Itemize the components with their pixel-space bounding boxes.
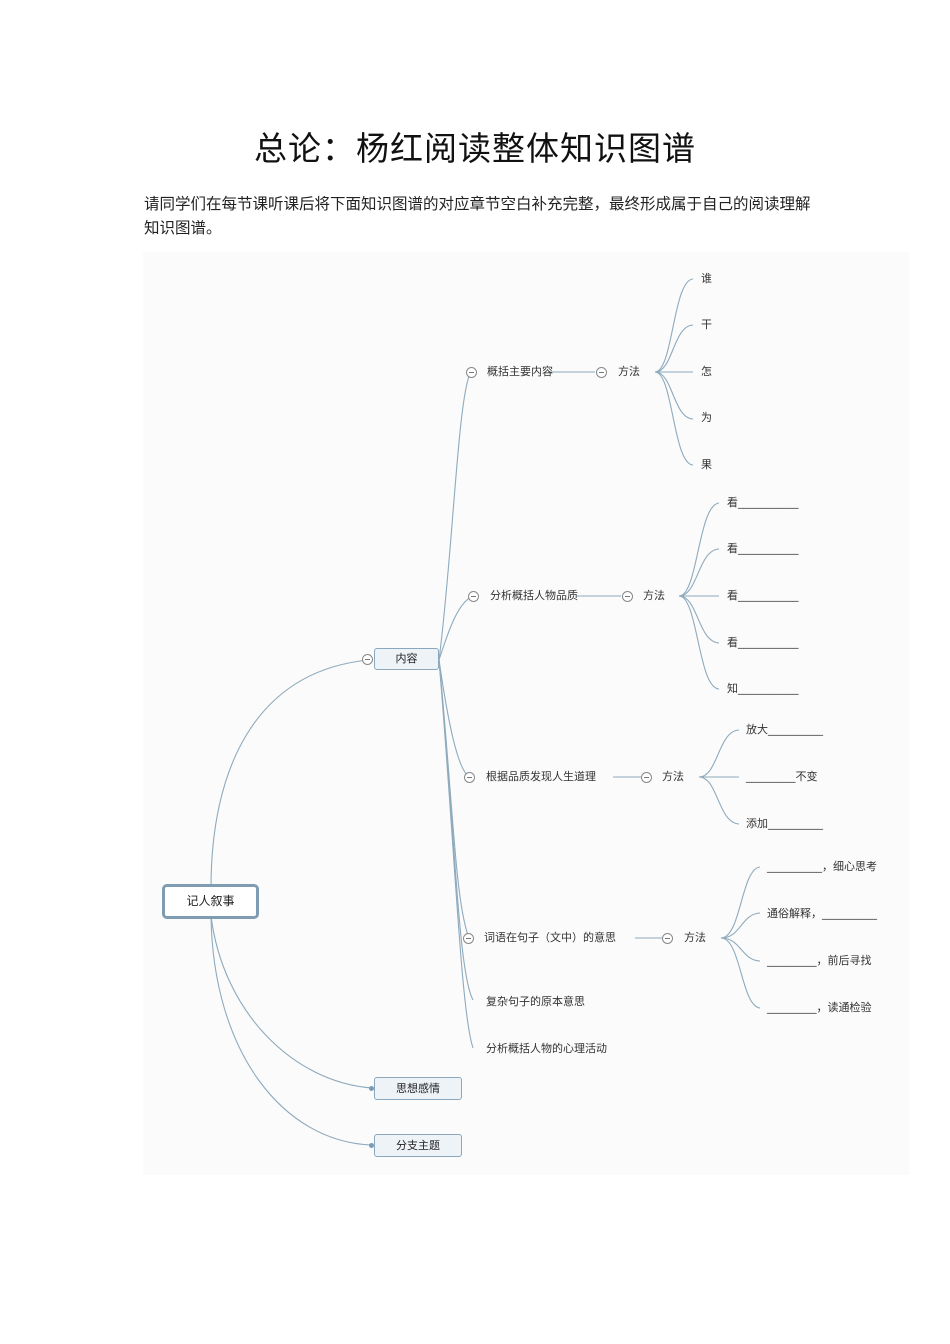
branch-content[interactable]: 内容 xyxy=(374,648,439,670)
collapse-toggle-icon[interactable] xyxy=(463,933,474,944)
leaf-item[interactable]: 看___________ xyxy=(727,542,799,555)
branch-thoughts-feelings-label: 思想感情 xyxy=(396,1082,440,1095)
collapse-toggle-icon[interactable] xyxy=(464,772,475,783)
method-label[interactable]: 方法 xyxy=(684,931,706,944)
method-label[interactable]: 方法 xyxy=(618,365,640,378)
topic-analyze-psychological-activity[interactable]: 分析概括人物的心理活动 xyxy=(486,1042,607,1055)
leaf-item[interactable]: 看___________ xyxy=(727,496,799,509)
topic-discover-life-lesson[interactable]: 根据品质发现人生道理 xyxy=(486,770,596,783)
leaf-item[interactable]: 知___________ xyxy=(727,682,799,695)
leaf-item[interactable]: 怎 xyxy=(701,365,712,378)
leaf-item[interactable]: 添加__________ xyxy=(746,817,823,830)
central-topic[interactable]: 记人叙事 xyxy=(162,884,259,919)
leaf-item[interactable]: _________，前后寻找 xyxy=(767,954,872,967)
collapse-toggle-icon[interactable] xyxy=(596,367,607,378)
leaf-item[interactable]: 看___________ xyxy=(727,589,799,602)
leaf-item[interactable]: _________不变 xyxy=(746,770,818,783)
branch-subtopic[interactable]: 分支主题 xyxy=(374,1134,462,1157)
branch-content-label: 内容 xyxy=(395,652,418,665)
collapse-toggle-icon[interactable] xyxy=(362,654,373,665)
leaf-item[interactable]: 为 xyxy=(701,411,712,424)
topic-complex-sentence-meaning[interactable]: 复杂句子的原本意思 xyxy=(486,995,585,1008)
collapse-toggle-icon[interactable] xyxy=(468,591,479,602)
leaf-item[interactable]: _________，读通检验 xyxy=(767,1001,872,1014)
page-title: 总论：杨红阅读整体知识图谱 xyxy=(254,129,696,168)
collapse-toggle-icon[interactable] xyxy=(466,367,477,378)
topic-word-meaning-in-context[interactable]: 词语在句子（文中）的意思 xyxy=(484,931,616,944)
collapse-toggle-icon[interactable] xyxy=(662,933,673,944)
branch-thoughts-feelings[interactable]: 思想感情 xyxy=(374,1077,462,1100)
collapse-toggle-icon[interactable] xyxy=(622,591,633,602)
branch-connector-dot xyxy=(369,1143,374,1148)
topic-analyze-character-quality[interactable]: 分析概括人物品质 xyxy=(490,589,578,602)
leaf-item[interactable]: 放大__________ xyxy=(746,723,823,736)
branch-connector-dot xyxy=(369,1086,374,1091)
method-label[interactable]: 方法 xyxy=(662,770,684,783)
leaf-item[interactable]: __________，细心思考 xyxy=(767,860,877,873)
leaf-item[interactable]: 谁 xyxy=(701,272,712,285)
leaf-item[interactable]: 通俗解释，__________ xyxy=(767,907,877,920)
branch-subtopic-label: 分支主题 xyxy=(396,1139,440,1152)
leaf-item[interactable]: 果 xyxy=(701,458,712,471)
central-topic-label: 记人叙事 xyxy=(186,894,235,908)
leaf-item[interactable]: 看___________ xyxy=(727,636,799,649)
leaf-item[interactable]: 干 xyxy=(701,318,712,331)
intro-paragraph: 请同学们在每节课听课后将下面知识图谱的对应章节空白补充完整，最终形成属于自己的阅… xyxy=(144,195,811,237)
method-label[interactable]: 方法 xyxy=(643,589,665,602)
topic-summarize-main-content[interactable]: 概括主要内容 xyxy=(487,365,553,378)
collapse-toggle-icon[interactable] xyxy=(641,772,652,783)
mind-map: 记人叙事 内容 思想感情 分支主题 概括主要内容 方法 谁 干 怎 为 果 分析… xyxy=(143,252,909,1175)
connector-lines xyxy=(210,278,761,1146)
